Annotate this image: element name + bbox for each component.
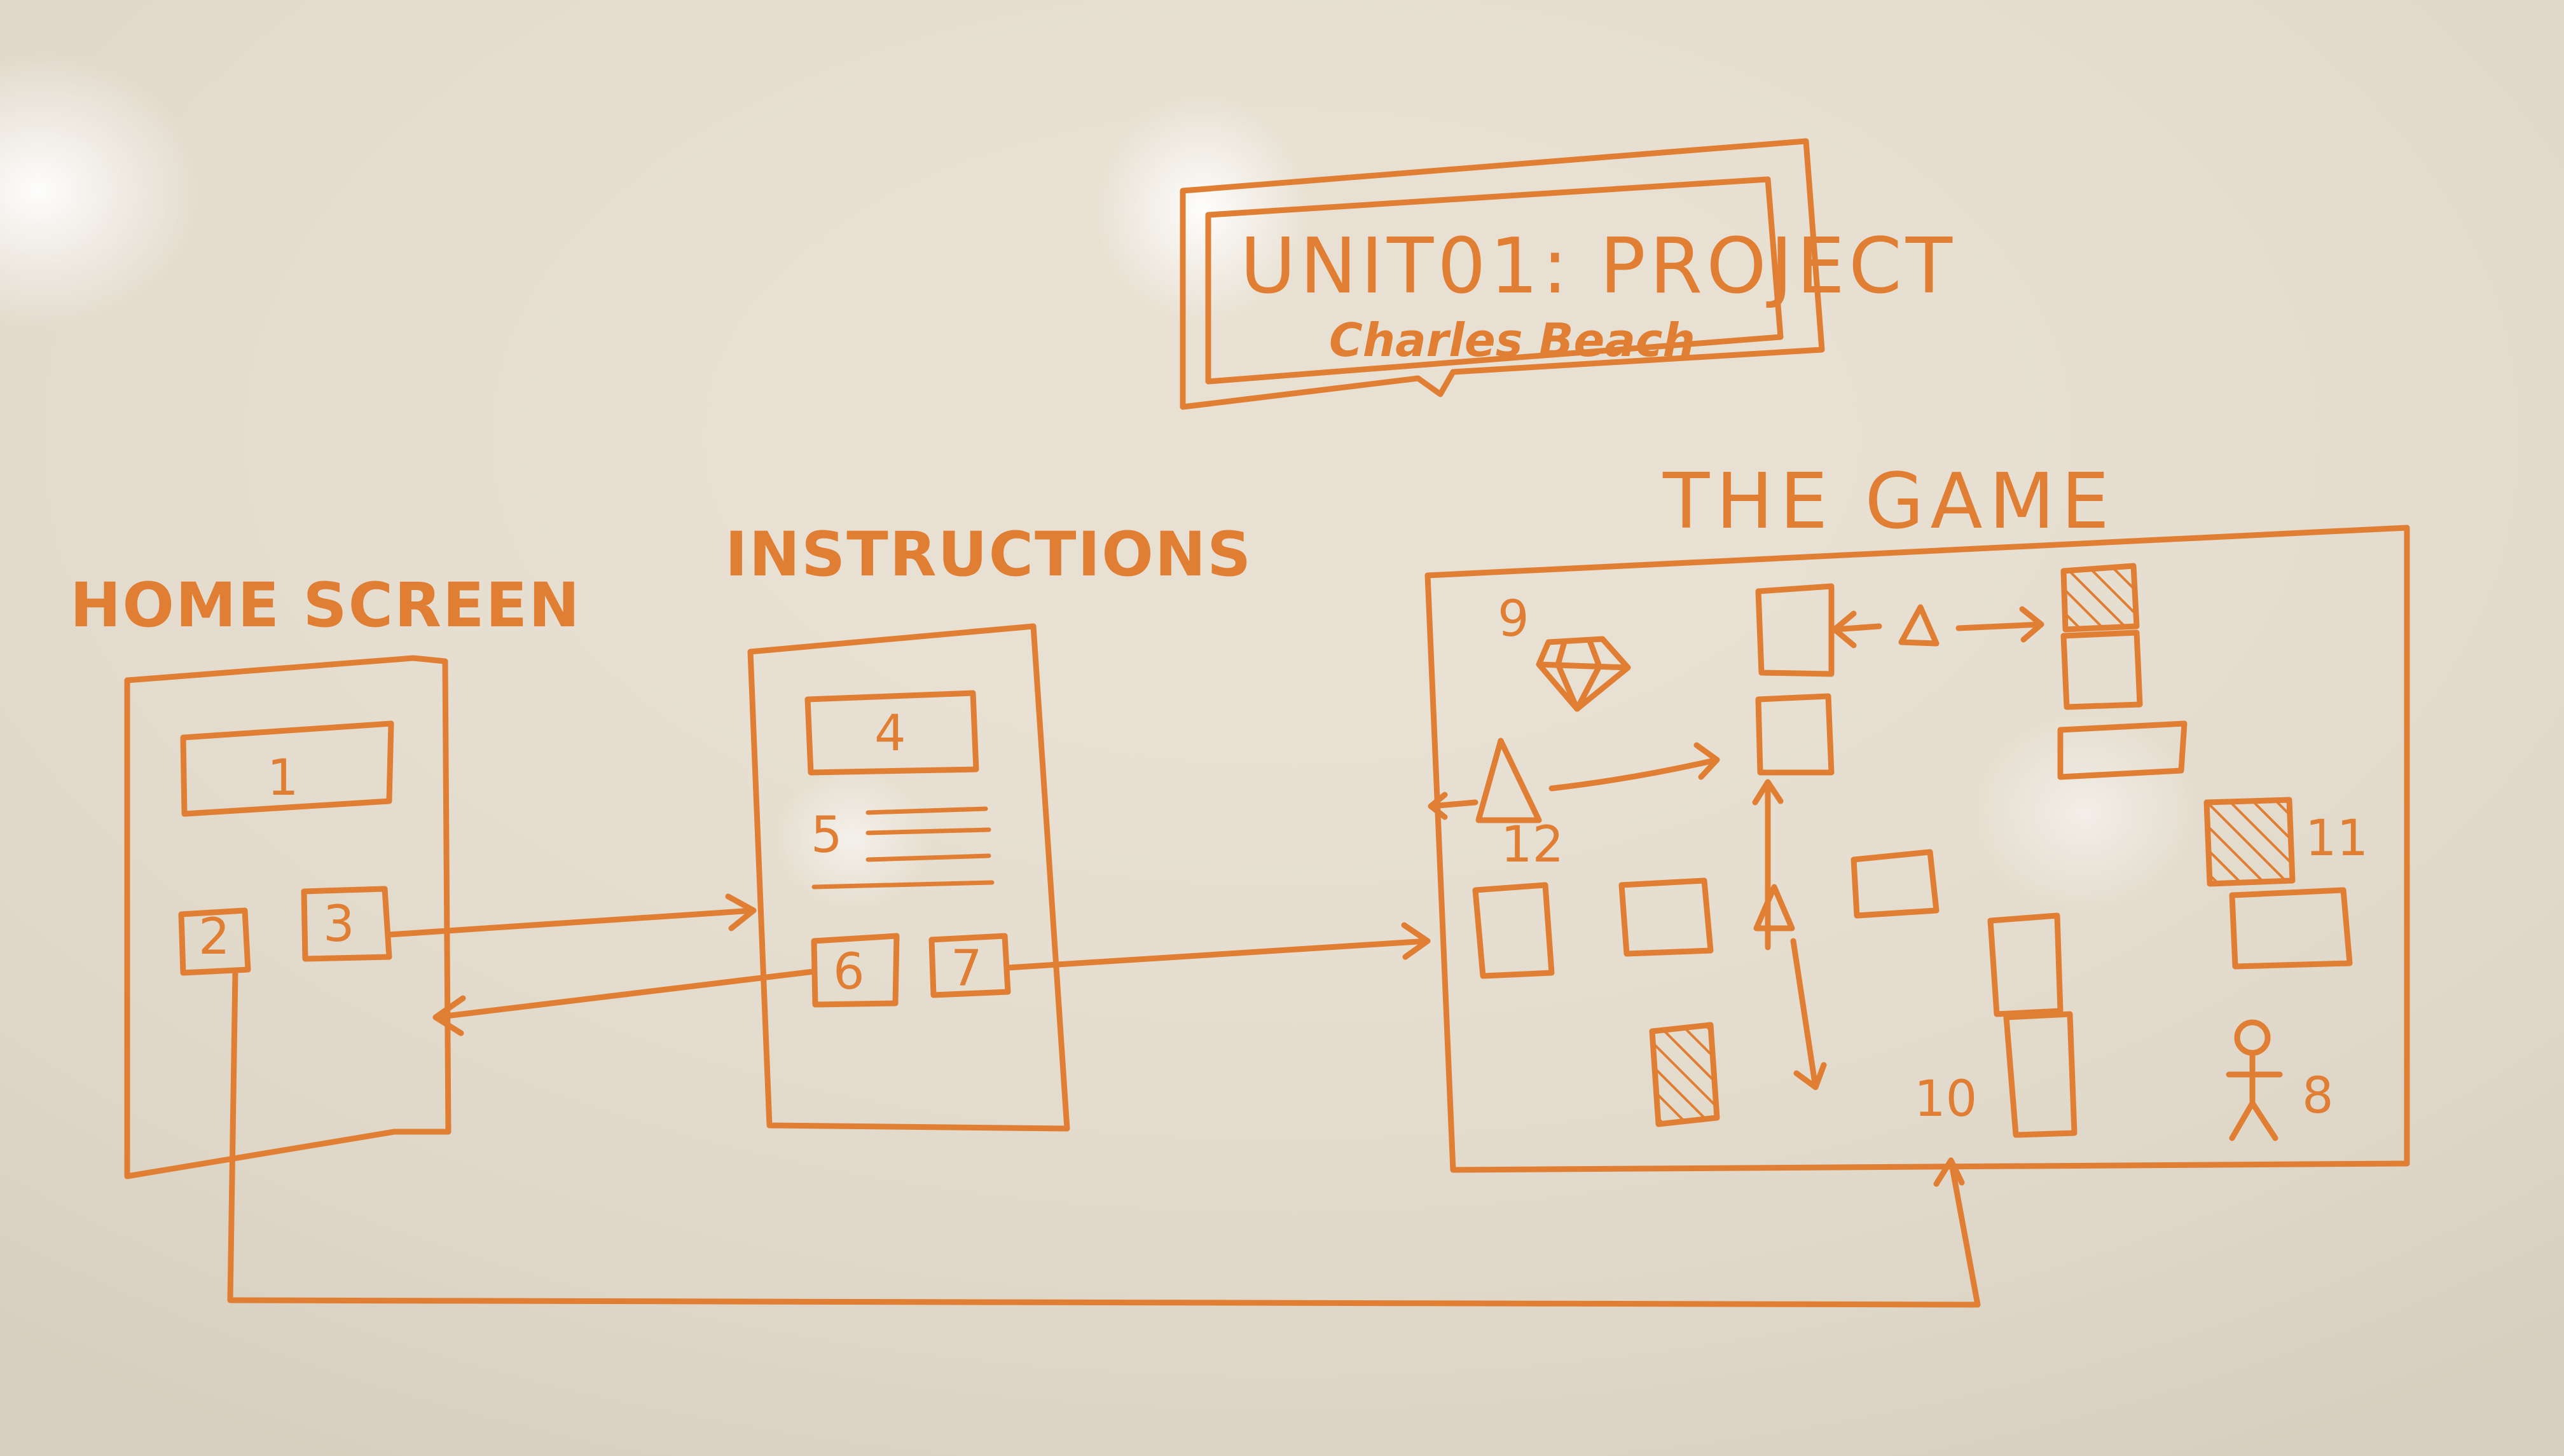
label-6: 6 xyxy=(833,944,865,1001)
label-7: 7 xyxy=(951,940,982,998)
home-screen: HOME SCREEN 1 2 3 xyxy=(70,570,581,1179)
instructions-element-4 xyxy=(804,690,979,776)
player-figure-icon xyxy=(2226,1019,2283,1141)
label-8: 8 xyxy=(2302,1068,2334,1125)
label-2: 2 xyxy=(198,909,230,966)
label-4: 4 xyxy=(874,705,906,762)
label-1: 1 xyxy=(267,750,299,807)
arrow-left-icon xyxy=(1831,610,1882,649)
home-element-1 xyxy=(180,720,394,817)
instructions-text-line-3 xyxy=(865,853,991,862)
game-block-lower-3 xyxy=(1851,849,1940,919)
glare-left xyxy=(0,51,203,331)
glare-right xyxy=(1971,712,2200,916)
enemy-triangle-top xyxy=(1898,604,1940,647)
label-9: 9 xyxy=(1498,591,1529,648)
instructions-text-line-2 xyxy=(865,827,991,835)
home-element-2 xyxy=(178,907,251,976)
instructions-text-line-1 xyxy=(865,806,988,815)
instructions-element-7 xyxy=(928,933,1011,998)
arrow-instructions-to-home xyxy=(432,968,817,1036)
label-10: 10 xyxy=(1914,1071,1977,1128)
enemy-triangle-middle xyxy=(1753,884,1795,931)
label-3: 3 xyxy=(323,896,355,953)
game-block-lower-1 xyxy=(1472,882,1555,979)
glare-top xyxy=(1094,95,1310,324)
game-block-right-1 xyxy=(2060,629,2143,710)
hatched-block-top xyxy=(2060,563,2140,633)
arrow-home-to-game xyxy=(227,970,1981,1308)
game-frame xyxy=(1424,525,2410,1173)
game-block-right-3 xyxy=(2229,887,2353,970)
flow-arrows xyxy=(227,893,1981,1308)
gem-icon xyxy=(1536,636,1631,712)
game-screen: THE GAME 9 12 10 11 xyxy=(1424,458,2410,1173)
title-box: UNIT01: PROJECT Charles Beach xyxy=(1180,138,1956,410)
game-block-middle xyxy=(1755,693,1835,776)
instructions-text-line-4 xyxy=(811,880,995,889)
game-block-lower-2 xyxy=(1618,877,1714,957)
arrow-right-icon xyxy=(1955,606,2044,643)
author-text: Charles Beach xyxy=(1329,313,1695,367)
game-heading: THE GAME xyxy=(1662,458,2116,546)
home-screen-heading: HOME SCREEN xyxy=(70,570,581,641)
hatched-block-bottom xyxy=(1649,1022,1720,1127)
arrow-curve-icon xyxy=(1548,742,1720,792)
arrow-out-left-icon xyxy=(1428,792,1478,820)
arrow-home-to-instructions xyxy=(386,893,757,938)
hatched-block-right xyxy=(2203,797,2296,887)
instructions-screen: INSTRUCTIONS 4 5 6 7 xyxy=(725,519,1252,1132)
label-5: 5 xyxy=(811,807,843,864)
home-screen-frame xyxy=(124,655,451,1179)
game-block-top-left xyxy=(1755,583,1835,677)
player-triangle-icon xyxy=(1475,738,1542,823)
instructions-heading: INSTRUCTIONS xyxy=(725,519,1252,590)
title-text: UNIT01: PROJECT xyxy=(1240,223,1956,311)
instructions-frame xyxy=(747,623,1070,1132)
game-block-right-2 xyxy=(2057,720,2188,780)
game-block-tall-bottom xyxy=(2003,1011,2078,1138)
instructions-element-6 xyxy=(811,933,900,1008)
arrow-down-icon xyxy=(1790,938,1827,1090)
label-12: 12 xyxy=(1501,816,1564,874)
arrow-instructions-to-game xyxy=(1005,922,1431,971)
game-block-tall-top xyxy=(1987,912,2064,1017)
arrow-up-icon xyxy=(1752,779,1784,951)
glare-middle xyxy=(776,769,928,909)
label-11: 11 xyxy=(2305,810,2368,867)
home-element-3 xyxy=(301,886,392,962)
